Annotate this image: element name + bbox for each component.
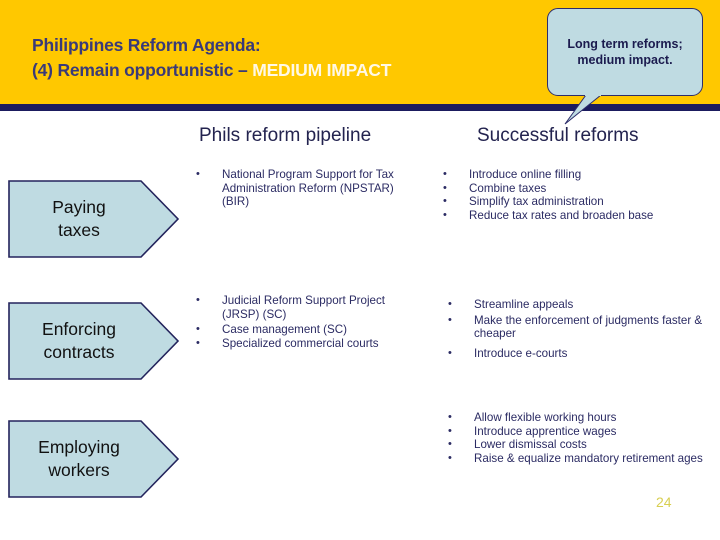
bullet-icon: •	[448, 346, 452, 359]
pipeline-list-row-2: • Judicial Reform Support Project (JRSP)…	[196, 294, 406, 350]
title-line-1: Philippines Reform Agenda:	[32, 35, 261, 55]
page-number: 24	[656, 494, 672, 510]
list-item-text: Reduce tax rates and broaden base	[469, 208, 654, 222]
list-item-text: Raise & equalize mandatory retirement ag…	[474, 451, 703, 465]
successful-list-row-3: • Allow flexible working hours • Introdu…	[448, 411, 710, 465]
list-item-text: Make the enforcement of judgments faster…	[474, 313, 703, 341]
list-item: • Introduce e-courts	[448, 347, 710, 361]
list-item: • Case management (SC)	[196, 323, 406, 337]
list-item: • Introduce online filling	[443, 168, 705, 182]
arrow-label-line-1: Paying	[52, 197, 106, 217]
list-item-text: Judicial Reform Support Project (JRSP) (…	[222, 294, 386, 321]
successful-list-row-1: • Introduce online filling • Combine tax…	[443, 168, 705, 222]
arrow-label-line-1: Enforcing	[42, 319, 116, 339]
category-arrow-label: Paying taxes	[8, 180, 150, 258]
category-arrow-label: Employing workers	[8, 420, 150, 498]
bullet-icon: •	[443, 181, 447, 194]
header-divider-rule	[0, 104, 720, 111]
list-item: • Make the enforcement of judgments fast…	[448, 314, 710, 341]
list-item-text: Streamline appeals	[474, 298, 574, 311]
bullet-icon: •	[196, 336, 200, 349]
page-title: Philippines Reform Agenda: (4) Remain op…	[32, 33, 552, 83]
list-item: • Judicial Reform Support Project (JRSP)…	[196, 294, 406, 321]
bullet-icon: •	[448, 438, 452, 451]
pipeline-list-row-1: • National Program Support for Tax Admin…	[196, 168, 406, 209]
bullet-icon: •	[448, 411, 452, 423]
list-item-text: Introduce e-courts	[474, 346, 568, 360]
list-item-text: National Program Support for Tax Adminis…	[222, 168, 394, 209]
column-header-successful: Successful reforms	[477, 125, 639, 146]
list-item: • Introduce apprentice wages	[448, 425, 710, 439]
arrow-label-line-1: Employing	[38, 437, 120, 457]
list-item: • Allow flexible working hours	[448, 411, 710, 425]
list-item: • Streamline appeals	[448, 298, 710, 312]
callout-bubble: Long term reforms; medium impact.	[547, 8, 703, 96]
list-item: • Specialized commercial courts	[196, 337, 406, 351]
category-arrow-employing-workers: Employing workers	[8, 420, 180, 498]
arrow-label-line-2: taxes	[58, 220, 100, 240]
list-item-text: Introduce online filling	[469, 168, 582, 181]
list-item-text: Specialized commercial courts	[222, 336, 379, 350]
successful-list-row-2: • Streamline appeals • Make the enforcem…	[448, 298, 710, 360]
arrow-label-line-2: contracts	[43, 342, 115, 362]
column-header-pipeline: Phils reform pipeline	[199, 125, 372, 146]
list-item-text: Case management (SC)	[222, 323, 348, 337]
bullet-icon: •	[196, 168, 200, 180]
arrow-shape-icon	[8, 302, 180, 380]
list-item-text: Combine taxes	[469, 181, 547, 195]
bullet-icon: •	[443, 168, 447, 180]
bullet-icon: •	[196, 294, 200, 306]
category-arrow-enforcing-contracts: Enforcing contracts	[8, 302, 180, 380]
bullet-icon: •	[443, 195, 447, 208]
list-item: • Combine taxes	[443, 182, 705, 196]
list-item-text: Introduce apprentice wages	[474, 424, 617, 438]
bullet-icon: •	[448, 424, 452, 437]
callout-tail-icon	[564, 95, 602, 125]
list-item: • Reduce tax rates and broaden base	[443, 209, 705, 223]
impact-emphasis: MEDIUM IMPACT	[252, 60, 392, 80]
bullet-icon: •	[196, 323, 200, 336]
title-line-2-prefix: (4) Remain opportunistic –	[32, 60, 253, 80]
list-item: • Raise & equalize mandatory retirement …	[448, 452, 710, 466]
arrow-label-line-2: workers	[48, 460, 110, 480]
list-item-text: Simplify tax administration	[469, 195, 604, 209]
arrow-shape-icon	[8, 180, 180, 258]
arrow-shape-icon	[8, 420, 180, 498]
callout-text: Long term reforms; medium impact.	[567, 37, 683, 67]
category-arrow-label: Enforcing contracts	[8, 302, 150, 380]
list-item: • Lower dismissal costs	[448, 438, 710, 452]
list-item: • Simplify tax administration	[443, 195, 705, 209]
list-item-text: Lower dismissal costs	[474, 438, 587, 452]
bullet-icon: •	[448, 298, 452, 310]
list-item-text: Allow flexible working hours	[474, 411, 617, 424]
category-arrow-paying-taxes: Paying taxes	[8, 180, 180, 258]
bullet-icon: •	[443, 208, 447, 221]
bullet-icon: •	[448, 451, 452, 464]
list-item: • National Program Support for Tax Admin…	[196, 168, 406, 209]
title-line-2: (4) Remain opportunistic – MEDIUM IMPACT	[32, 58, 552, 83]
bullet-icon: •	[448, 313, 452, 326]
